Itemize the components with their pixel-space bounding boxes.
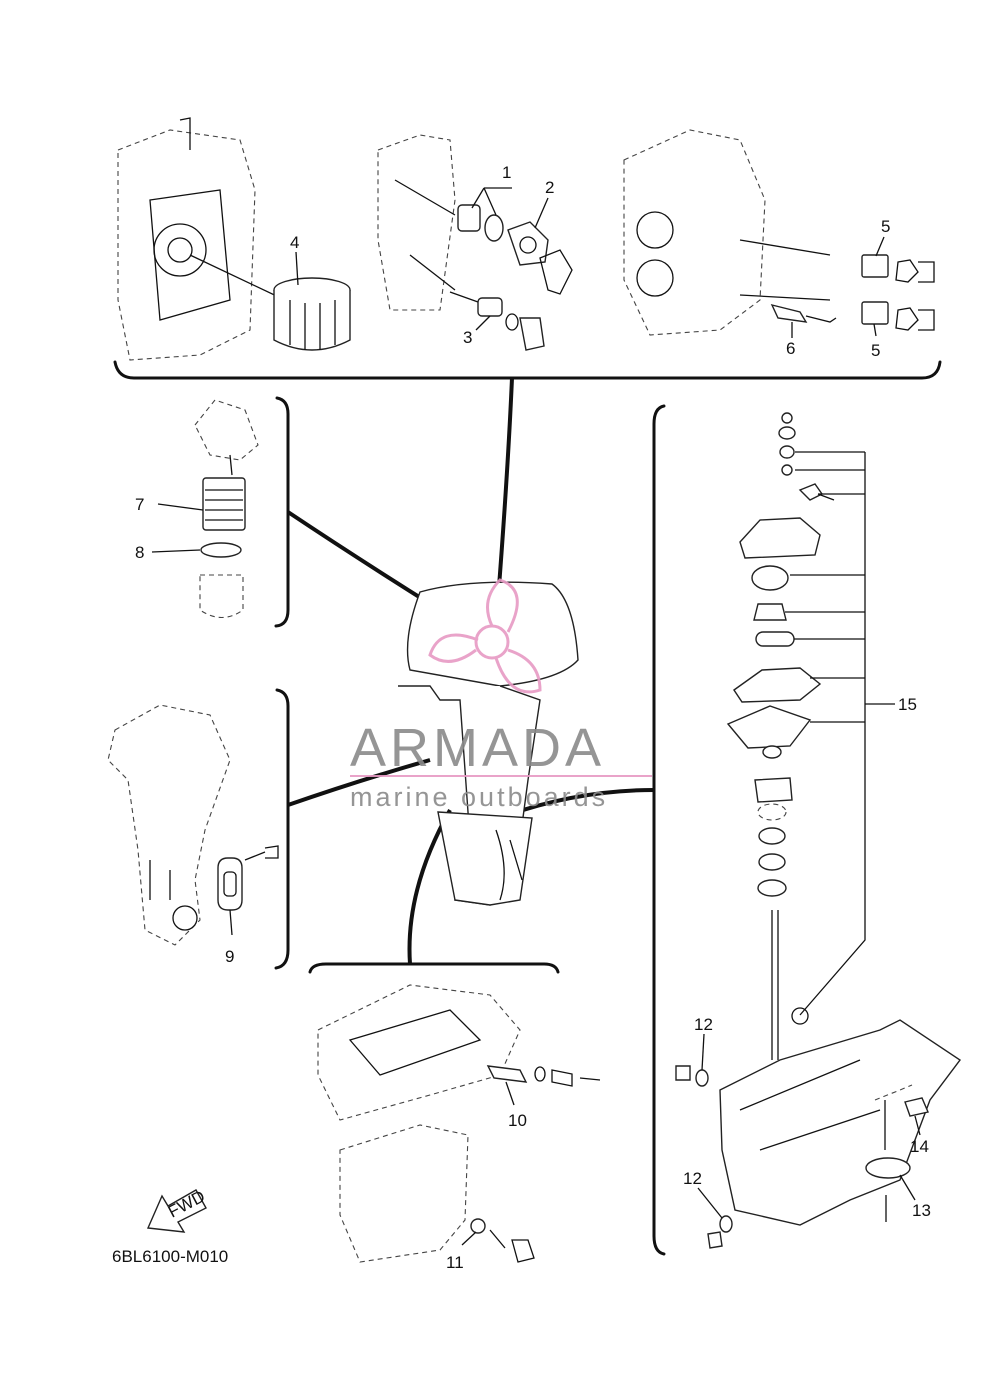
watermark-tagline: marine outboards (350, 782, 608, 812)
anode-10-part (486, 1065, 601, 1087)
connector-left-upper (286, 510, 442, 612)
connector-top (496, 377, 514, 601)
leader-5b (873, 323, 877, 337)
lower-unit-drawing (719, 1007, 962, 1226)
leader-7 (157, 503, 204, 511)
connector-left-lower (287, 758, 431, 807)
right-panel-bracket (652, 404, 666, 1256)
leader-8 (151, 549, 201, 553)
cylinder-head-right-drawing (623, 129, 831, 336)
callout-1: 1 (502, 163, 511, 182)
fwd-arrow-icon: FWD (146, 1187, 208, 1233)
connector-bottom (407, 809, 452, 965)
oil-pan-drawing (339, 1124, 469, 1263)
oil-filter-part (273, 277, 351, 351)
callout-12b: 12 (683, 1169, 702, 1188)
powerhead-left-drawing (117, 117, 286, 361)
leader-12b (697, 1187, 723, 1219)
callout-14: 14 (910, 1137, 929, 1156)
leaders-15 (785, 451, 895, 1016)
anode-13-part (865, 1100, 911, 1222)
anode-14-part (874, 1084, 929, 1117)
callout-15: 15 (898, 695, 917, 714)
thermostat-parts (457, 204, 573, 295)
anode-9-part (217, 845, 279, 911)
leader-11 (461, 1231, 477, 1246)
leader-2 (534, 197, 549, 229)
fuel-filter-drawing (194, 399, 259, 619)
callout-8: 8 (135, 543, 144, 562)
callout-5a: 5 (881, 217, 890, 236)
bottom-panel-bracket (308, 962, 560, 974)
leader-1b (483, 187, 497, 216)
callout-5b: 5 (871, 341, 880, 360)
left-upper-bracket (274, 396, 290, 628)
propeller-logo-icon (428, 578, 542, 694)
anode-5-upper (861, 254, 935, 283)
water-pump-stack (726, 412, 835, 1060)
callout-12a: 12 (694, 1015, 713, 1034)
callout-11: 11 (446, 1253, 464, 1272)
leader-3 (475, 315, 491, 331)
callout-13: 13 (912, 1201, 931, 1220)
left-lower-bracket (274, 688, 290, 970)
cylinder-middle-drawing (377, 134, 456, 311)
leader-14 (914, 1115, 921, 1136)
callout-6: 6 (786, 339, 795, 358)
watermark-brand: ARMADA (350, 718, 605, 778)
exhaust-guide-drawing (317, 984, 521, 1121)
callout-9: 9 (225, 947, 234, 966)
top-panel-bracket (113, 360, 942, 380)
spark-plug-part (770, 303, 837, 323)
callout-10: 10 (508, 1111, 527, 1130)
leader-4 (295, 251, 299, 286)
anode-5-lower (861, 301, 935, 331)
leader-5a (875, 236, 885, 257)
leader-13 (899, 1174, 916, 1201)
washer-12-upper-part (675, 1065, 709, 1087)
leader-1a (471, 187, 485, 209)
drain-plug-11-part (470, 1218, 535, 1263)
swivel-bracket-drawing (107, 704, 231, 946)
leader-12a (701, 1033, 705, 1071)
leader-9 (229, 909, 233, 936)
callout-3: 3 (463, 328, 472, 347)
callout-4: 4 (290, 233, 299, 252)
leader-10 (505, 1081, 515, 1106)
callout-7: 7 (135, 495, 144, 514)
washer-12-lower-part (707, 1215, 733, 1249)
callout-2: 2 (545, 178, 554, 197)
anode-3-part (449, 291, 545, 351)
diagram-code: 6BL6100-M010 (112, 1247, 228, 1266)
watermark-logo: ARMADA marine outboards (350, 578, 652, 812)
